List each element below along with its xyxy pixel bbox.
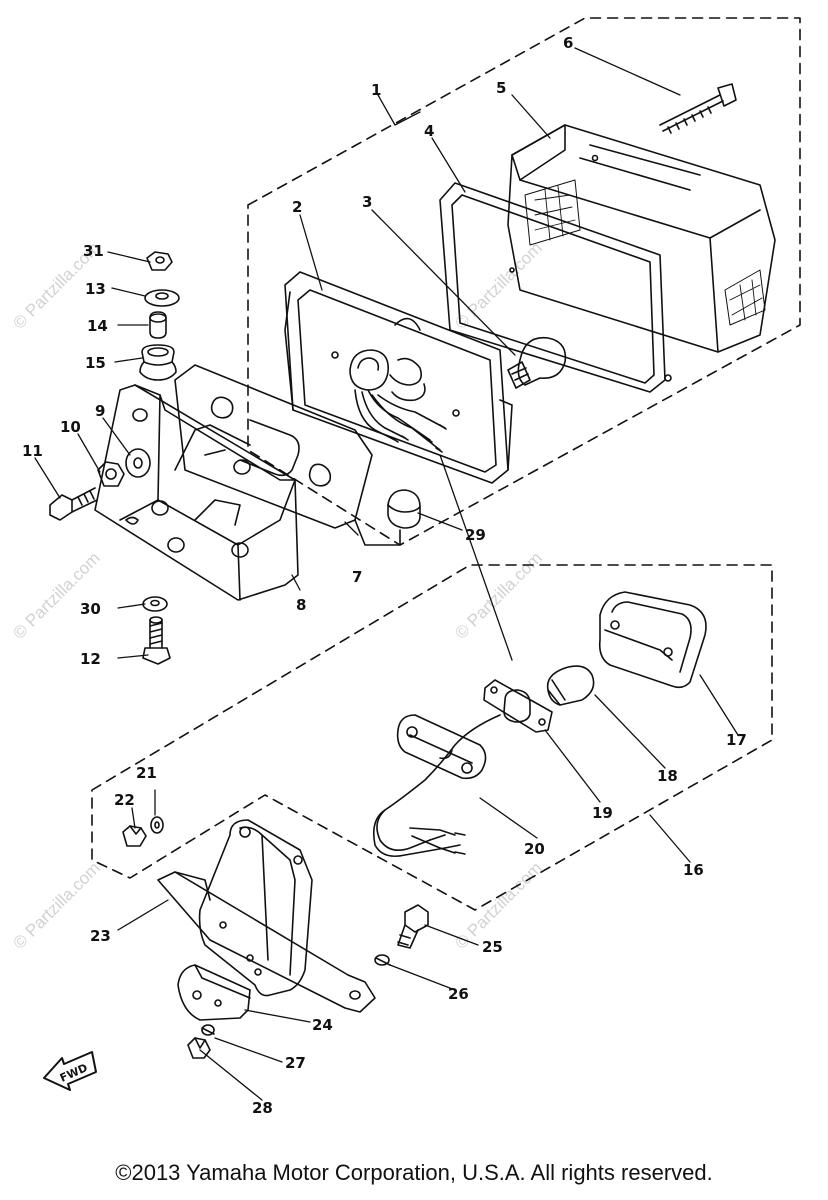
part-25-bolt: [397, 904, 429, 949]
callout-3: 3: [362, 193, 372, 211]
part-2-housing: [284, 271, 513, 484]
part-4-gasket: [439, 182, 672, 393]
part-21-washer: [150, 816, 164, 834]
callout-1: 1: [371, 81, 381, 99]
part-9-washer: [125, 448, 151, 478]
part-22-nut: [122, 825, 147, 847]
callout-30: 30: [80, 600, 101, 618]
callout-6: 6: [563, 34, 573, 52]
callout-11: 11: [22, 442, 43, 460]
callout-28: 28: [252, 1099, 273, 1117]
callout-21: 21: [136, 764, 157, 782]
watermark: © Partzilla.com: [451, 548, 545, 642]
callout-2: 2: [292, 198, 302, 216]
part-10-nut: [97, 461, 125, 487]
callout-19: 19: [592, 804, 613, 822]
callout-23: 23: [90, 927, 111, 945]
part-24-plate: [177, 964, 251, 1021]
part-28-nut: [187, 1037, 211, 1059]
leader-lines: [34, 47, 739, 1101]
callout-22: 22: [114, 791, 135, 809]
part-3-bulb: [507, 336, 567, 389]
part-18-bulb: [546, 665, 595, 706]
watermark: © Partzilla.com: [9, 548, 103, 642]
part-27-washer: [201, 1024, 215, 1036]
part-8-bracket: [94, 384, 299, 601]
part-12-bolt: [142, 616, 171, 665]
callout-9: 9: [95, 402, 105, 420]
part-13-washer: [144, 289, 180, 307]
part-20-lens-plate: [396, 714, 487, 780]
part-11-bolt: [49, 487, 98, 521]
watermarks: © Partzilla.com © Partzilla.com © Partzi…: [9, 238, 545, 952]
callout-24: 24: [312, 1016, 333, 1034]
callout-20: 20: [524, 840, 545, 858]
license-light-wires: [372, 714, 501, 858]
callout-14: 14: [87, 317, 108, 335]
watermark: © Partzilla.com: [451, 238, 545, 332]
callout-31: 31: [83, 242, 104, 260]
part-17-cover: [598, 591, 707, 689]
part-26-washer: [374, 954, 391, 966]
part-15-grommet: [139, 344, 177, 381]
callout-16: 16: [683, 861, 704, 879]
callout-18: 18: [657, 767, 678, 785]
callout-7: 7: [352, 568, 362, 586]
part-7-gasket-plate: [174, 364, 401, 546]
part-31-nut: [146, 251, 173, 271]
callout-27: 27: [285, 1054, 306, 1072]
part-30-washer: [142, 596, 168, 612]
socket-and-wires: [349, 349, 447, 453]
part-6-screw: [659, 83, 737, 134]
callout-8: 8: [296, 596, 306, 614]
part-19-socket: [483, 679, 553, 733]
callout-4: 4: [424, 122, 434, 140]
callout-13: 13: [85, 280, 106, 298]
part-14-collar: [149, 311, 167, 339]
copyright-notice: ©2013 Yamaha Motor Corporation, U.S.A. A…: [115, 1160, 713, 1185]
part-29-cap: [387, 489, 421, 529]
callout-26: 26: [448, 985, 469, 1003]
part-23-bracket: [157, 819, 376, 1013]
callout-29: 29: [465, 526, 486, 544]
part-5-lens: [507, 124, 776, 353]
callout-17: 17: [726, 731, 747, 749]
group-outline-license-light: [91, 564, 773, 911]
callout-labels: 1 2 3 4 5 6 7 8 9 10 11 12 13 14 15 16 1…: [22, 34, 747, 1117]
group-outline-taillight: [247, 17, 801, 546]
callout-5: 5: [496, 79, 506, 97]
callout-10: 10: [60, 418, 81, 436]
callout-15: 15: [85, 354, 106, 372]
fwd-arrow-icon: [43, 1051, 97, 1091]
callout-25: 25: [482, 938, 503, 956]
callout-12: 12: [80, 650, 101, 668]
